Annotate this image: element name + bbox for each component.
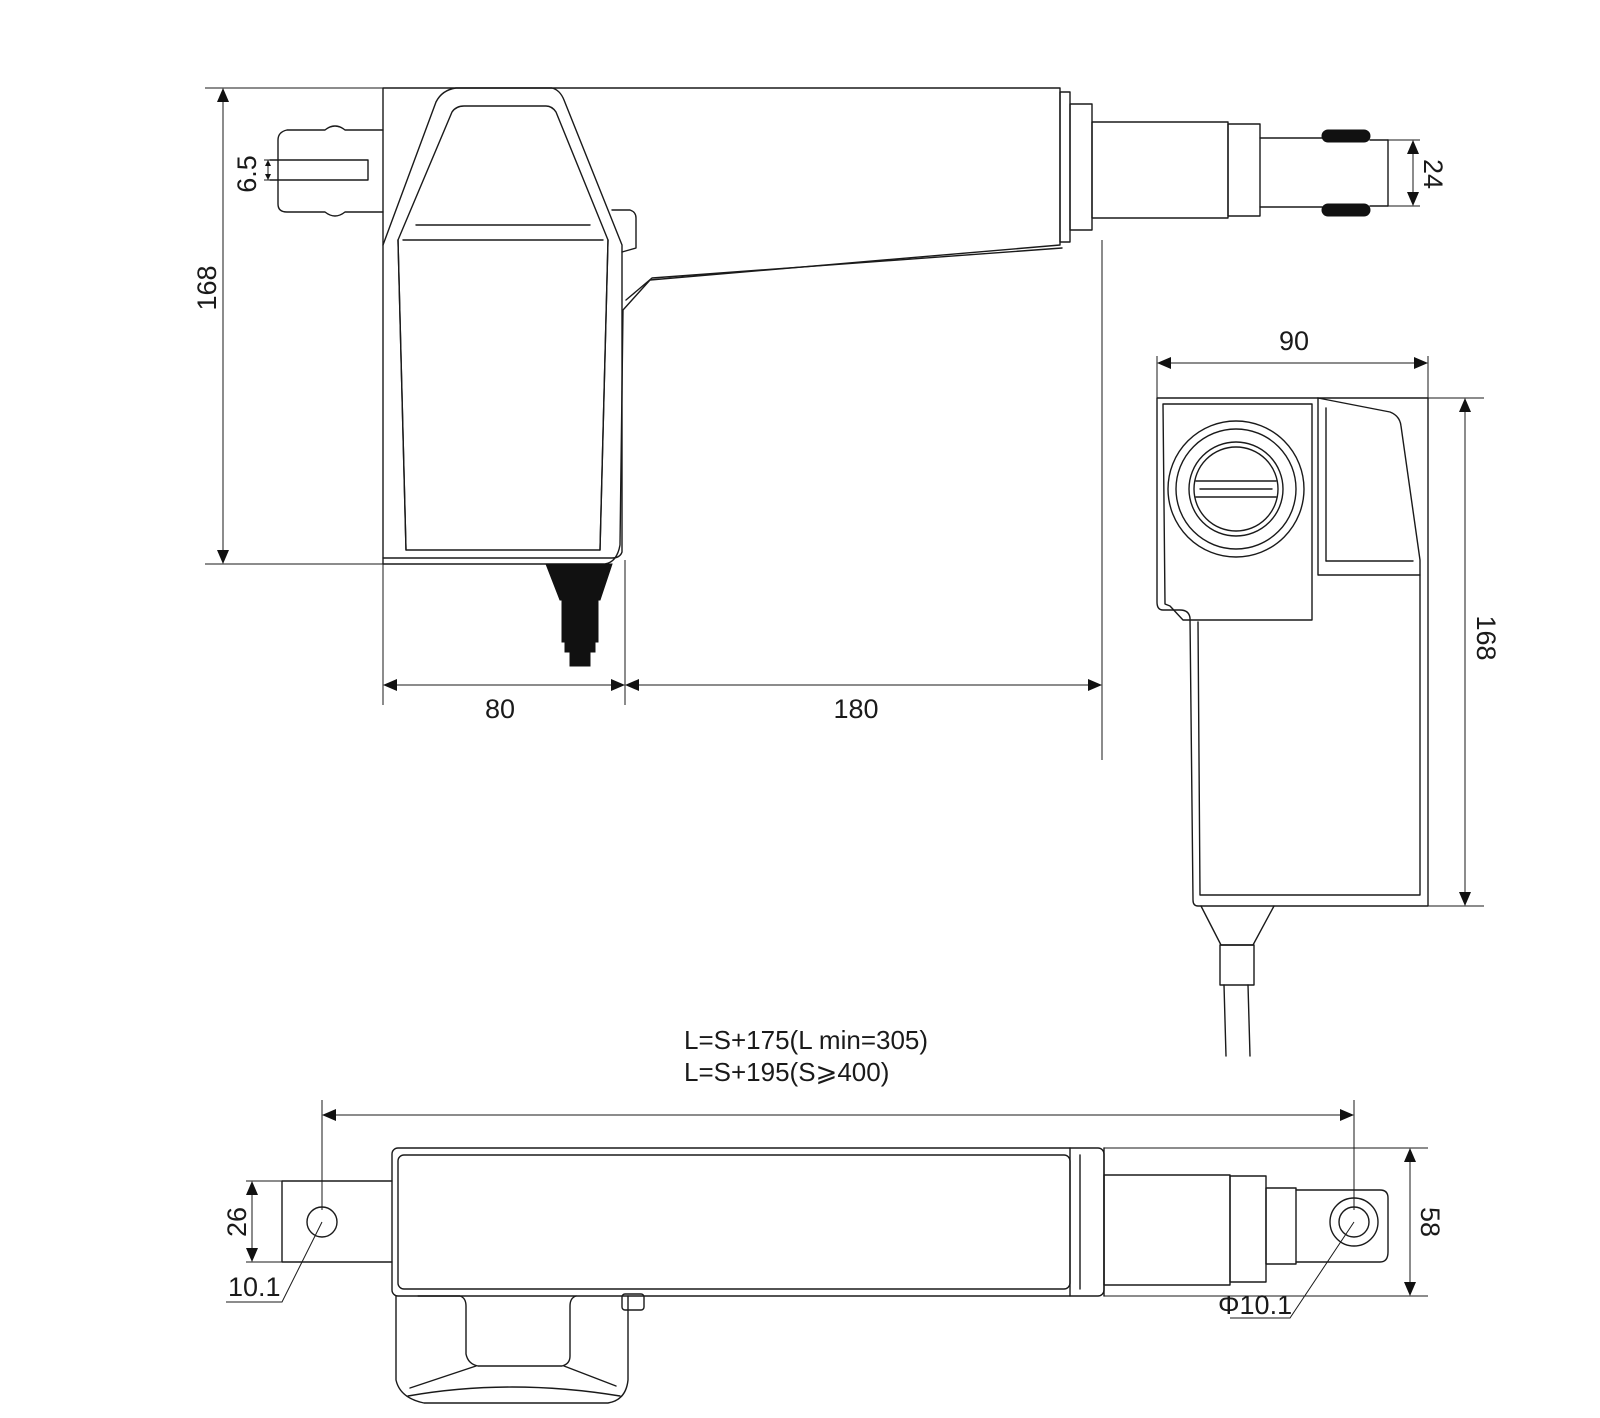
end-housing-outline [1156, 397, 1429, 907]
motor-width-dim: 80 [485, 694, 515, 724]
rear-hole [306, 1206, 338, 1238]
rear-clevis [269, 125, 384, 217]
cable-gland [545, 563, 613, 667]
rear-hole-dim: 10.1 [228, 1272, 281, 1302]
end-cap [1167, 420, 1305, 558]
motor-cover-inner [397, 105, 609, 551]
front-eye [1329, 1197, 1379, 1247]
top-body [391, 1147, 1105, 1297]
tube-ring-1 [1059, 91, 1071, 243]
rod-dim: 24 [1418, 159, 1448, 189]
end-width-dim: 90 [1279, 326, 1309, 356]
end-view: 90 168 [1156, 326, 1501, 1057]
length-formula-1: L=S+175(L min=305) [684, 1025, 928, 1055]
clevis-height-dim: 26 [222, 1207, 252, 1237]
slot-width-dim: 6.5 [232, 155, 262, 193]
end-height-dim: 168 [1471, 615, 1501, 660]
tube-ring-2 [1069, 103, 1093, 231]
tube-length-dim: 180 [833, 694, 878, 724]
side-housing-outline [382, 87, 1061, 565]
length-formula-2: L=S+195(S⩾400) [684, 1057, 889, 1087]
front-hole-dim: Φ10.1 [1218, 1290, 1292, 1320]
side-view: 168 6.5 24 80 180 [192, 87, 1448, 760]
top-view: L=S+175(L min=305) L=S+195(S⩾400) [222, 1025, 1445, 1404]
front-hole [1338, 1206, 1370, 1238]
extension-rod [1091, 121, 1389, 219]
top-motor [395, 1295, 629, 1404]
body-height-dim: 58 [1415, 1207, 1445, 1237]
motor-cover [382, 87, 623, 559]
side-height-dim: 168 [192, 265, 222, 310]
